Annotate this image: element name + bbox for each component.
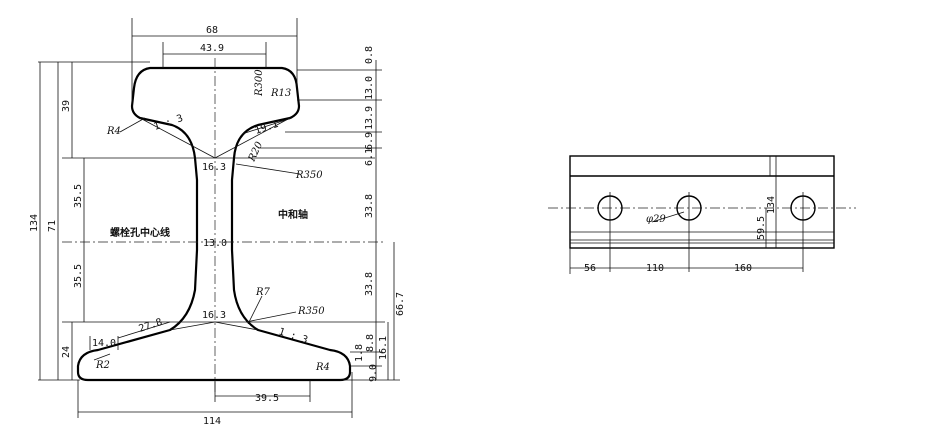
dim-r-6-1: 6.1 bbox=[364, 148, 375, 166]
dim-foot-edge: 14.0 bbox=[92, 338, 116, 349]
dim-r-1-8: 1.8 bbox=[354, 344, 365, 362]
dim-line-27-8 bbox=[117, 321, 171, 339]
dim-head-inner: 43.9 bbox=[200, 43, 224, 54]
dim-hole-dia: φ29 bbox=[646, 214, 666, 225]
radius-r20: R20 bbox=[246, 140, 265, 164]
radius-r13: R13 bbox=[270, 88, 291, 99]
radius-r2: R2 bbox=[95, 360, 110, 371]
dim-web-half-lower: 35.5 bbox=[73, 264, 84, 288]
rail-side-elevation: φ29 134 59.5 56 110 160 bbox=[548, 155, 856, 274]
dim-side-160: 160 bbox=[734, 263, 752, 274]
radius-r350-lower: R350 bbox=[297, 306, 325, 317]
dim-head-height: 39 bbox=[61, 100, 72, 112]
rail-cross-section: 68 43.9 134 71 39 35.5 35.5 24 0.8 13.0 bbox=[29, 18, 406, 427]
dim-r-9-0: 9.0 bbox=[368, 364, 379, 382]
hole-dia-leader bbox=[651, 211, 685, 223]
dim-web-total: 71 bbox=[47, 220, 58, 232]
dim-r-33-8-lower: 33.8 bbox=[364, 272, 375, 296]
dim-fish-head: 19.1 bbox=[254, 119, 280, 137]
dim-foot-height: 24 bbox=[61, 346, 72, 358]
dim-foot-inner: 39.5 bbox=[255, 393, 279, 404]
dim-web-half-upper: 35.5 bbox=[73, 184, 84, 208]
slope-lower: 1 : 3 bbox=[277, 326, 309, 346]
dim-web-upper: 16.3 bbox=[202, 162, 226, 173]
dim-line-19-1 bbox=[241, 117, 293, 135]
label-neutral-axis: 中和轴 bbox=[278, 208, 308, 221]
dim-side-110: 110 bbox=[646, 263, 664, 274]
dim-head-width: 68 bbox=[206, 25, 218, 36]
rail-profile-outline bbox=[76, 66, 352, 382]
dim-web-mid: 13.0 bbox=[203, 238, 227, 249]
dim-r-0-8: 0.8 bbox=[364, 46, 375, 64]
foot-fish-line bbox=[169, 321, 216, 331]
dim-r-6-9: 6.9 bbox=[364, 132, 375, 150]
dim-r-13-0: 13.0 bbox=[364, 76, 375, 100]
foot-fish-line-right bbox=[214, 321, 259, 331]
rail-side-body bbox=[569, 155, 835, 249]
dim-side-56: 56 bbox=[584, 263, 596, 274]
dim-hole-height: 59.5 bbox=[756, 216, 767, 240]
dim-side-height: 134 bbox=[766, 196, 777, 214]
radius-r4-right: R4 bbox=[315, 362, 330, 373]
label-bolt-hole-centerline: 螺栓孔中心线 bbox=[110, 226, 170, 239]
head-fish-line bbox=[214, 117, 291, 159]
dim-r-16-1: 16.1 bbox=[378, 336, 389, 360]
dim-web-lower: 16.3 bbox=[202, 310, 226, 321]
radius-r300: R300 bbox=[254, 69, 265, 97]
dim-r-13-9: 13.9 bbox=[364, 106, 375, 130]
dim-r-8-8: 8.8 bbox=[365, 334, 376, 352]
radius-r350-upper: R350 bbox=[295, 170, 323, 181]
radius-r4-left: R4 bbox=[106, 126, 121, 137]
head-fish-line-left bbox=[139, 117, 216, 159]
dim-total-height: 134 bbox=[29, 214, 40, 232]
dim-foot-width: 114 bbox=[203, 416, 221, 427]
dim-r-66-7: 66.7 bbox=[395, 292, 406, 316]
dim-r-33-8-upper: 33.8 bbox=[364, 194, 375, 218]
radius-r7: R7 bbox=[255, 287, 271, 298]
